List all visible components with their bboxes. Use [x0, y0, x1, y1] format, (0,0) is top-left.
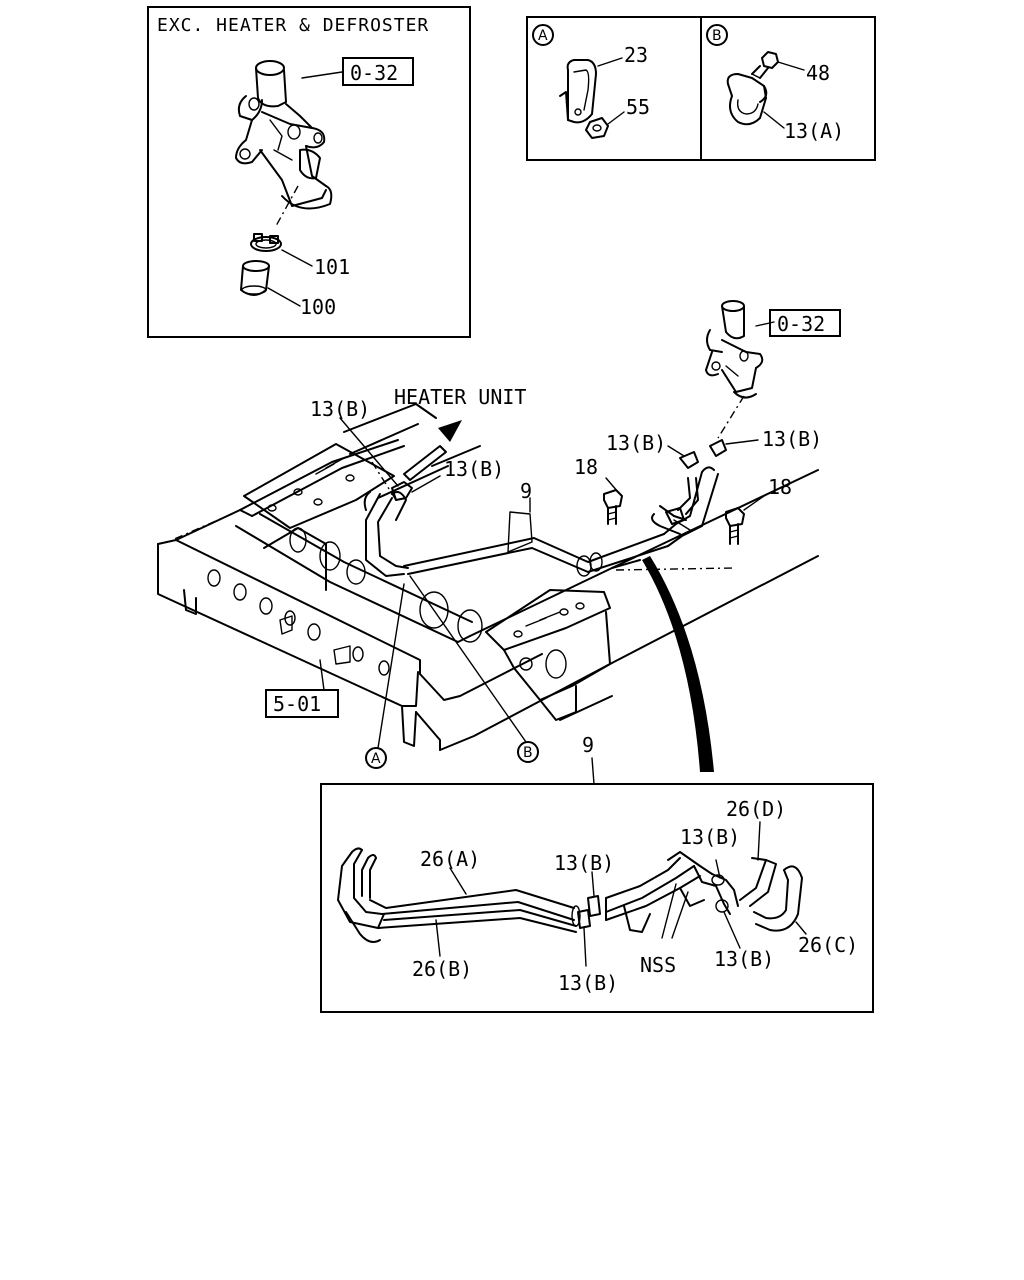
label-9-main: 9: [520, 479, 532, 503]
label-13b-4: 13(B): [762, 427, 822, 451]
circle-a-badge: [532, 24, 554, 46]
heater-pipes: [363, 466, 719, 577]
leader-circle-a: [377, 583, 405, 749]
detail-hose-9: 9: [320, 733, 874, 1013]
label-13b-bottom: 13(B): [558, 971, 618, 995]
leader-ref-engine: [755, 321, 775, 327]
circle-a-letter: A: [538, 28, 548, 44]
leader-13b-right-bottom: [723, 911, 741, 949]
leader-13b-bottom: [583, 927, 587, 967]
label-26a: 26(A): [420, 847, 480, 871]
label-26b: 26(B): [412, 957, 472, 981]
ref-box-0-32: [342, 57, 414, 86]
part-23: 23: [624, 43, 648, 67]
main-assembly: 0-32: [157, 300, 841, 772]
part-101: 101: [314, 255, 350, 279]
leader-18-left: [605, 477, 619, 493]
ref-engine-text: 0-32: [777, 312, 825, 336]
leader-nss-1: [661, 883, 677, 939]
label-13b-right-top: 13(B): [680, 825, 740, 849]
centerline: [275, 185, 299, 227]
leader-100: [267, 287, 301, 307]
part-55: 55: [626, 95, 650, 119]
bolt-18-right: [725, 507, 745, 545]
leader-26c: [795, 921, 807, 935]
nut-55: [585, 117, 609, 139]
label-nss: NSS: [640, 953, 676, 977]
hose-26c: [753, 865, 803, 932]
ref-box-engine: [769, 309, 841, 337]
label-13b-right-bottom: 13(B): [714, 947, 774, 971]
bolt-18-left: [603, 489, 623, 525]
frame-chassis: [157, 403, 819, 751]
main-circle-a: [365, 747, 387, 769]
leader-26a: [449, 867, 467, 895]
circle-b-badge: [706, 24, 728, 46]
leader-26b: [435, 919, 441, 957]
ref-0-32-text: 0-32: [350, 61, 398, 85]
heater-unit-label: HEATER UNIT: [394, 385, 526, 409]
clamp-13a: [726, 73, 768, 126]
clamp-101: [250, 233, 282, 252]
ref-box-frame: [265, 689, 339, 718]
part-48: 48: [806, 61, 830, 85]
leader-13b-3: [667, 445, 685, 457]
water-outlet-drawing: [235, 60, 333, 210]
engine-outlet-drawing: [705, 300, 764, 399]
label-18-left: 18: [574, 455, 598, 479]
ref-frame-text: 5-01: [273, 692, 321, 716]
bolt-48: [751, 51, 779, 79]
heater-unit-arrow: [403, 420, 462, 481]
detail-title-9: 9: [582, 733, 594, 757]
leader-13b-1: [339, 417, 399, 487]
clip-23: [559, 59, 597, 124]
leader-23: [597, 57, 623, 67]
leader-13b-4: [725, 439, 759, 445]
leader-55: [607, 111, 625, 125]
leader-13b-top: [591, 871, 595, 897]
leader-26d: [757, 821, 761, 861]
detail-pointer: [642, 556, 714, 772]
label-18-right: 18: [768, 475, 792, 499]
label-26c: 26(C): [798, 933, 858, 957]
inset-exc-heater: EXC. HEATER & DEFROSTER 0-32: [147, 6, 471, 338]
leader-nss-2: [671, 891, 689, 939]
label-13b-3: 13(B): [606, 431, 666, 455]
part-13a: 13(A): [784, 119, 844, 143]
leader-circle-b: [409, 575, 527, 743]
engine-centerline: [717, 395, 745, 439]
leader-13b-2: [411, 475, 441, 493]
leader-frame-ref: [319, 659, 325, 691]
main-circle-b-letter: B: [523, 745, 533, 761]
inset-frame: [147, 6, 471, 338]
inset-title: EXC. HEATER & DEFROSTER: [157, 15, 429, 36]
clamps-13b-mid: [577, 895, 601, 929]
pipe-clamps: [391, 439, 727, 525]
leader-48: [777, 61, 805, 71]
leader-13a: [763, 111, 785, 129]
leader-ref: [301, 71, 343, 79]
hose-26d: [739, 857, 777, 907]
hose-26a-26b: [337, 847, 581, 943]
label-13b-top: 13(B): [554, 851, 614, 875]
leader-18-right: [743, 495, 765, 511]
leader-101: [281, 249, 313, 267]
detail-frame: [320, 783, 874, 1013]
part-100: 100: [300, 295, 336, 319]
inset-a-b: A 23 55 B 48 13(A): [526, 16, 876, 161]
leader-detail-9: [591, 757, 595, 785]
pipe-bracket-nss: [605, 851, 739, 933]
leader-13b-right-top: [715, 859, 721, 879]
main-circle-b: [517, 741, 539, 763]
label-13b-2: 13(B): [444, 457, 504, 481]
label-26d: 26(D): [726, 797, 786, 821]
label-13b-1: 13(B): [310, 397, 370, 421]
hose-100: [240, 260, 270, 296]
main-circle-a-letter: A: [371, 751, 381, 767]
circle-b-letter: B: [712, 28, 722, 44]
